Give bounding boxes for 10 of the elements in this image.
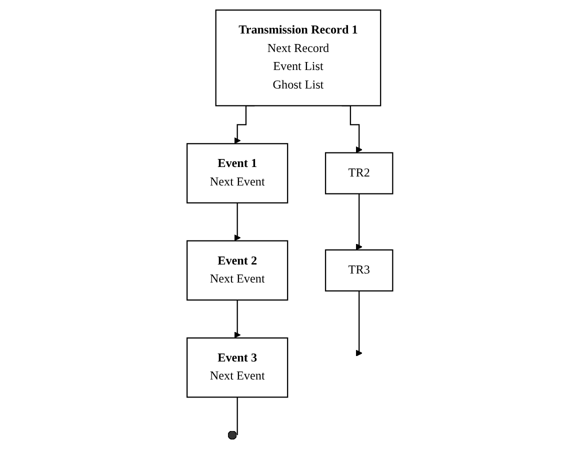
node-box: Event 3 Next Event bbox=[186, 337, 288, 398]
node-box: Transmission Record 1 Next Record Event List Ghost List bbox=[215, 10, 382, 106]
node-box: TR2 bbox=[325, 152, 394, 194]
arrow bbox=[356, 290, 363, 356]
node-box: Event 2 Next Event bbox=[186, 240, 288, 301]
arrow bbox=[356, 193, 363, 250]
arrow bbox=[234, 299, 241, 338]
node-box: TR3 bbox=[325, 249, 394, 292]
node-box: Event 1 Next Event bbox=[186, 143, 288, 204]
arrow bbox=[234, 202, 241, 242]
